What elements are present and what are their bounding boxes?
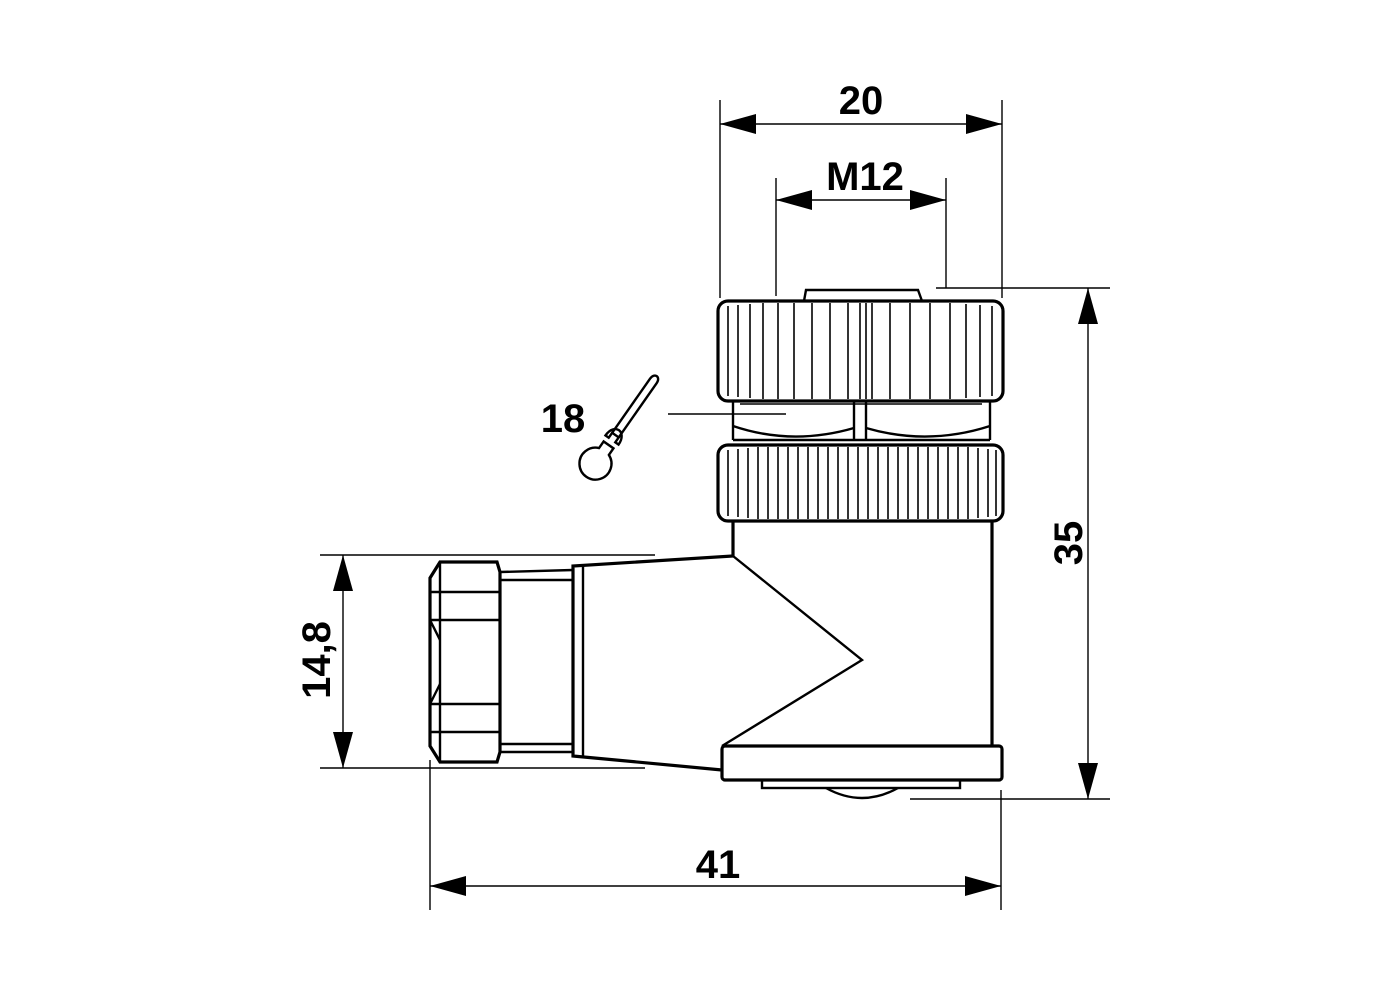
angled-housing [571,521,735,772]
dimension-label-width: 20 [839,79,884,123]
coupling-nut-lower [716,443,1005,523]
coupling-nut-upper-knurl [727,303,993,399]
dimension-thread-m12: M12 [775,155,947,296]
dimension-label-length: 41 [696,843,741,887]
dimension-label-nut-height: 14,8 [295,621,339,699]
wrench-icon [578,374,660,481]
dimension-label-wrench: 18 [541,397,586,441]
top-insert [802,288,924,302]
coupling-nut-lower-knurl [727,447,997,519]
coupling-nut-upper [716,299,1005,403]
base-flange [720,744,1004,782]
dimension-height-35: 35 [910,287,1110,800]
dimension-label-height: 35 [1047,521,1091,566]
base-dome [825,786,899,800]
dimension-label-thread: M12 [826,155,904,199]
base-seal [760,778,962,790]
cable-hex-nut [428,560,502,764]
dimension-wrench-18: 18 [541,374,786,481]
connector-body [428,288,1005,800]
dimension-width-20: 20 [719,79,1003,298]
cable-gland-sleeve [499,566,585,756]
housing-chevron [721,555,865,748]
dimension-length-41: 41 [429,760,1002,910]
hex-section [731,401,992,442]
dimension-nut-height-14-8: 14,8 [295,554,655,769]
